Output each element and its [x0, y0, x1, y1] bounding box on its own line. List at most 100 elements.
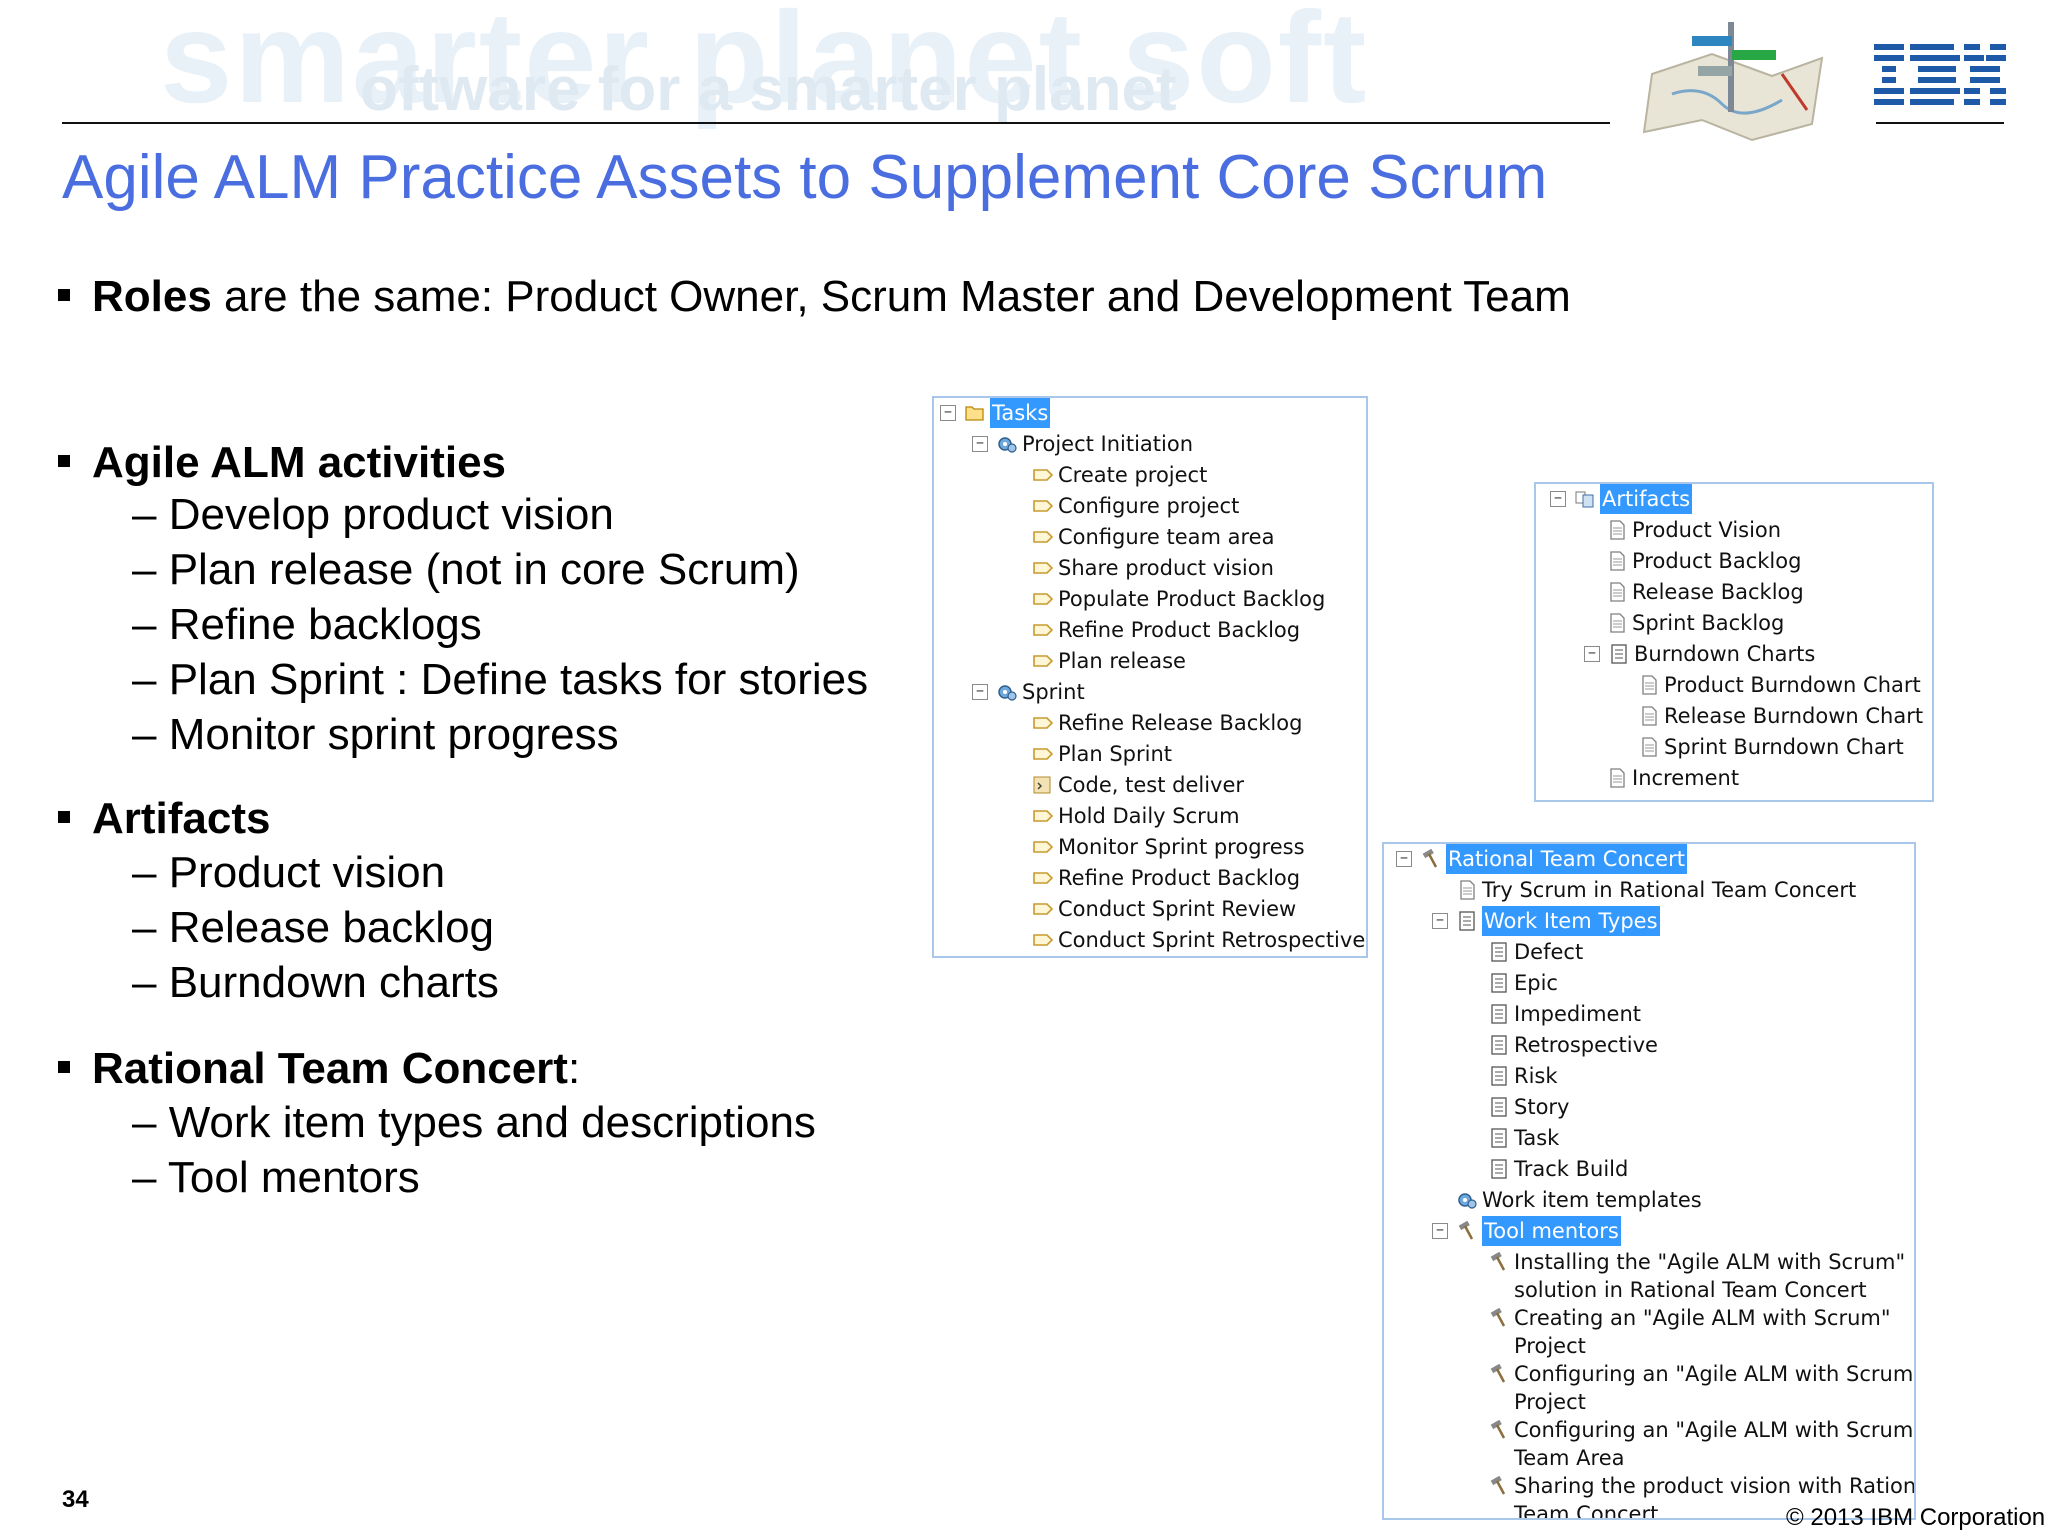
tree-leaf-label: Hold Daily Scrum — [1058, 804, 1240, 828]
header-watermark: smarter planet soft oftware for a smarte… — [40, 0, 1640, 132]
slide-title: Agile ALM Practice Assets to Supplement … — [62, 143, 1548, 212]
task-arrow-icon — [1032, 930, 1054, 950]
tree-node-artifacts[interactable]: − Artifacts — [1550, 484, 1693, 514]
list-icon — [1488, 1035, 1510, 1055]
tree-leaf[interactable]: Code, test deliver — [1032, 770, 1244, 800]
tree-leaf-label: Sprint Backlog — [1632, 611, 1785, 635]
tree-leaf[interactable]: Configure team area — [1032, 522, 1274, 552]
tree-leaf[interactable]: Product Burndown Chart — [1638, 670, 1921, 700]
tree-leaf[interactable]: Impediment — [1488, 999, 1641, 1029]
collapse-toggle-icon[interactable]: − — [1550, 491, 1566, 507]
tree-leaf[interactable]: Release Backlog — [1606, 577, 1804, 607]
tree-leaf[interactable]: Refine Release Backlog — [1032, 708, 1302, 738]
bullet-square-icon — [58, 1061, 70, 1074]
task-arrow-icon — [1032, 496, 1054, 516]
tree-leaf-label: Populate Product Backlog — [1058, 587, 1326, 611]
tree-leaf-label: Conduct Sprint Retrospective — [1058, 928, 1366, 952]
tree-leaf[interactable]: Track Build — [1488, 1154, 1628, 1184]
tree-leaf[interactable]: Conduct Sprint Review — [1032, 894, 1296, 924]
tree-leaf[interactable]: Share product vision — [1032, 553, 1274, 583]
tree-leaf[interactable]: Work item templates — [1456, 1185, 1702, 1215]
tree-leaf[interactable]: Risk — [1488, 1061, 1558, 1091]
tree-leaf[interactable]: Hold Daily Scrum — [1032, 801, 1240, 831]
tree-node-tool-mentors[interactable]: − Tool mentors — [1432, 1216, 1621, 1246]
tree-leaf[interactable]: Configure project — [1032, 491, 1239, 521]
tree-node-burndown[interactable]: − Burndown Charts — [1584, 639, 1815, 669]
hammer-icon — [1488, 1252, 1510, 1272]
task-arrow-icon — [1032, 589, 1054, 609]
list-icon — [1488, 1004, 1510, 1024]
map-signpost-icon — [1642, 22, 1824, 142]
collapse-toggle-icon[interactable]: − — [972, 684, 988, 700]
document-icon — [1606, 613, 1628, 633]
tool-mentor-item[interactable]: Sharing the product vision with Rational… — [1488, 1472, 1914, 1518]
bullet-artifacts: Artifacts — [58, 794, 271, 844]
tree-leaf[interactable]: Populate Product Backlog — [1032, 584, 1325, 614]
tree-node-tasks[interactable]: − Tasks — [940, 398, 1051, 428]
task-arrow-icon — [1032, 465, 1054, 485]
tree-leaf[interactable]: Retrospective — [1488, 1030, 1658, 1060]
list-icon — [1488, 1159, 1510, 1179]
tree-leaf[interactable]: Product Vision — [1606, 515, 1781, 545]
tree-leaf-label: Increment — [1632, 766, 1740, 790]
tree-leaf[interactable]: Monitor Sprint progress — [1032, 832, 1305, 862]
page-number: 34 — [62, 1486, 89, 1513]
list-icon — [1488, 942, 1510, 962]
collapse-toggle-icon[interactable]: − — [940, 405, 956, 421]
artifacts-icon — [1574, 489, 1596, 509]
tool-mentor-item[interactable]: Configuring an "Agile ALM with Scrum" Pr… — [1488, 1360, 1916, 1416]
tree-leaf[interactable]: Increment — [1606, 763, 1739, 793]
tree-leaf[interactable]: Try Scrum in Rational Team Concert — [1456, 875, 1856, 905]
task-arrow-icon — [1032, 744, 1054, 764]
collapse-toggle-icon[interactable]: − — [1396, 851, 1412, 867]
bullet-square-icon — [58, 455, 70, 468]
tool-mentor-item[interactable]: Configuring an "Agile ALM with Scrum" Te… — [1488, 1416, 1914, 1472]
task-arrow-icon — [1032, 558, 1054, 578]
tree-leaf[interactable]: Create project — [1032, 460, 1207, 490]
tree-node-label: Artifacts — [1600, 484, 1693, 514]
tree-leaf-label: Refine Release Backlog — [1058, 711, 1303, 735]
task-arrow-icon — [1032, 713, 1054, 733]
tree-leaf-label: Try Scrum in Rational Team Concert — [1482, 878, 1857, 902]
tree-leaf[interactable]: Sprint Backlog — [1606, 608, 1784, 638]
tree-leaf[interactable]: Conduct Sprint Retrospective — [1032, 925, 1365, 955]
tree-node-rtc[interactable]: − Rational Team Concert — [1396, 844, 1687, 874]
tree-node-label: Work Item Types — [1482, 906, 1660, 936]
task-arrow-icon — [1032, 806, 1054, 826]
hammer-icon — [1456, 1221, 1478, 1241]
tree-leaf[interactable]: Plan release — [1032, 646, 1186, 676]
ibm-logo-icon — [1874, 44, 2006, 105]
tree-leaf-label: Impediment — [1514, 1002, 1641, 1026]
task-arrow-icon — [1032, 868, 1054, 888]
tool-mentor-item[interactable]: Installing the "Agile ALM with Scrum" so… — [1488, 1248, 1905, 1304]
tree-leaf-label: Monitor Sprint progress — [1058, 835, 1305, 859]
collapse-toggle-icon[interactable]: − — [1432, 1223, 1448, 1239]
tree-leaf[interactable]: Plan Sprint — [1032, 739, 1172, 769]
tree-leaf-label: Plan Sprint — [1058, 742, 1173, 766]
tree-node-project-initiation[interactable]: − Project Initiation — [972, 429, 1193, 459]
watermark-small-text: oftware for a smarter planet — [360, 55, 1177, 124]
collapse-toggle-icon[interactable]: − — [1584, 646, 1600, 662]
tree-leaf[interactable]: Release Burndown Chart — [1638, 701, 1923, 731]
collapse-toggle-icon[interactable]: − — [1432, 913, 1448, 929]
collapse-toggle-icon[interactable]: − — [972, 436, 988, 452]
tree-leaf[interactable]: Defect — [1488, 937, 1583, 967]
tree-leaf-label: Configure project — [1058, 494, 1240, 518]
tree-leaf[interactable]: Product Backlog — [1606, 546, 1801, 576]
tree-leaf[interactable]: Epic — [1488, 968, 1558, 998]
tool-mentor-line: Configuring an "Agile ALM with Scrum" — [1514, 1362, 1916, 1386]
tree-node-sprint[interactable]: − Sprint — [972, 677, 1085, 707]
tree-leaf[interactable]: Story — [1488, 1092, 1569, 1122]
tree-leaf-label: Plan release — [1058, 649, 1186, 673]
tree-leaf[interactable]: Task — [1488, 1123, 1559, 1153]
tree-leaf[interactable]: Refine Product Backlog — [1032, 863, 1300, 893]
tree-leaf[interactable]: Refine Product Backlog — [1032, 615, 1300, 645]
bullet-rtc: Rational Team Concert: — [58, 1044, 580, 1094]
activity-item: – Plan release (not in core Scrum) — [132, 545, 800, 594]
artifacts-heading: Artifacts — [92, 794, 271, 843]
bullet-square-icon — [58, 289, 70, 302]
tool-mentor-item[interactable]: Creating an "Agile ALM with Scrum" Proje… — [1488, 1304, 1891, 1360]
tree-leaf-label: Code, test deliver — [1058, 773, 1245, 797]
tree-node-work-item-types[interactable]: − Work Item Types — [1432, 906, 1660, 936]
tree-leaf[interactable]: Sprint Burndown Chart — [1638, 732, 1904, 762]
